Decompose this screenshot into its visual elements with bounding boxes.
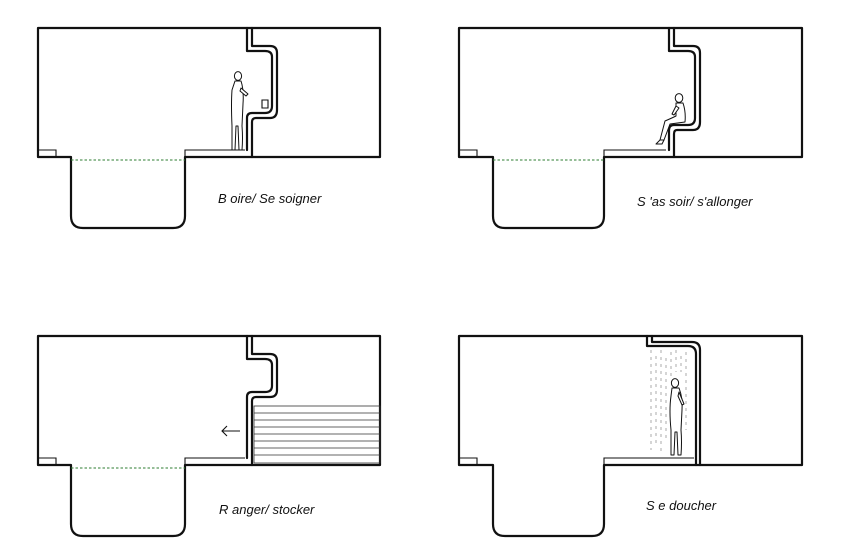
left-step <box>459 457 478 465</box>
right-step <box>603 149 666 157</box>
panel-sit: S 'as soir/ s'allonger <box>457 26 804 230</box>
partition-wall-inner <box>245 334 274 460</box>
partition-wall <box>250 26 279 159</box>
right-step <box>603 457 694 465</box>
room-outline <box>457 334 804 538</box>
person-standing-icon <box>231 71 269 151</box>
left-step <box>38 457 57 465</box>
left-step <box>459 149 478 157</box>
right-step <box>184 149 245 157</box>
panel-label: S 'as soir/ s'allonger <box>637 194 753 209</box>
person-showering-icon <box>669 378 685 456</box>
left-step <box>38 149 57 157</box>
panel-drink: B oire/ Se soigner <box>36 26 382 230</box>
partition-wall <box>250 334 279 467</box>
partition-wall <box>645 334 698 467</box>
panel-store: R anger/ stocker <box>36 334 382 538</box>
room-outline <box>457 26 804 230</box>
panel-label: R anger/ stocker <box>219 502 315 517</box>
person-sitting-icon <box>655 93 686 145</box>
partition-wall-inner <box>667 26 697 152</box>
room-outline <box>36 334 382 538</box>
storage-shelves <box>253 405 381 464</box>
partition-wall-inner <box>245 26 274 152</box>
arrow-left-icon <box>221 425 240 437</box>
right-step <box>184 457 245 465</box>
room-outline <box>36 26 382 230</box>
partition-wall <box>672 26 702 159</box>
shower-water <box>650 350 687 455</box>
panel-shower: S e doucher <box>457 334 804 538</box>
panel-label: S e doucher <box>646 498 717 513</box>
panel-label: B oire/ Se soigner <box>218 191 322 206</box>
partition-wall-inner <box>650 334 702 467</box>
